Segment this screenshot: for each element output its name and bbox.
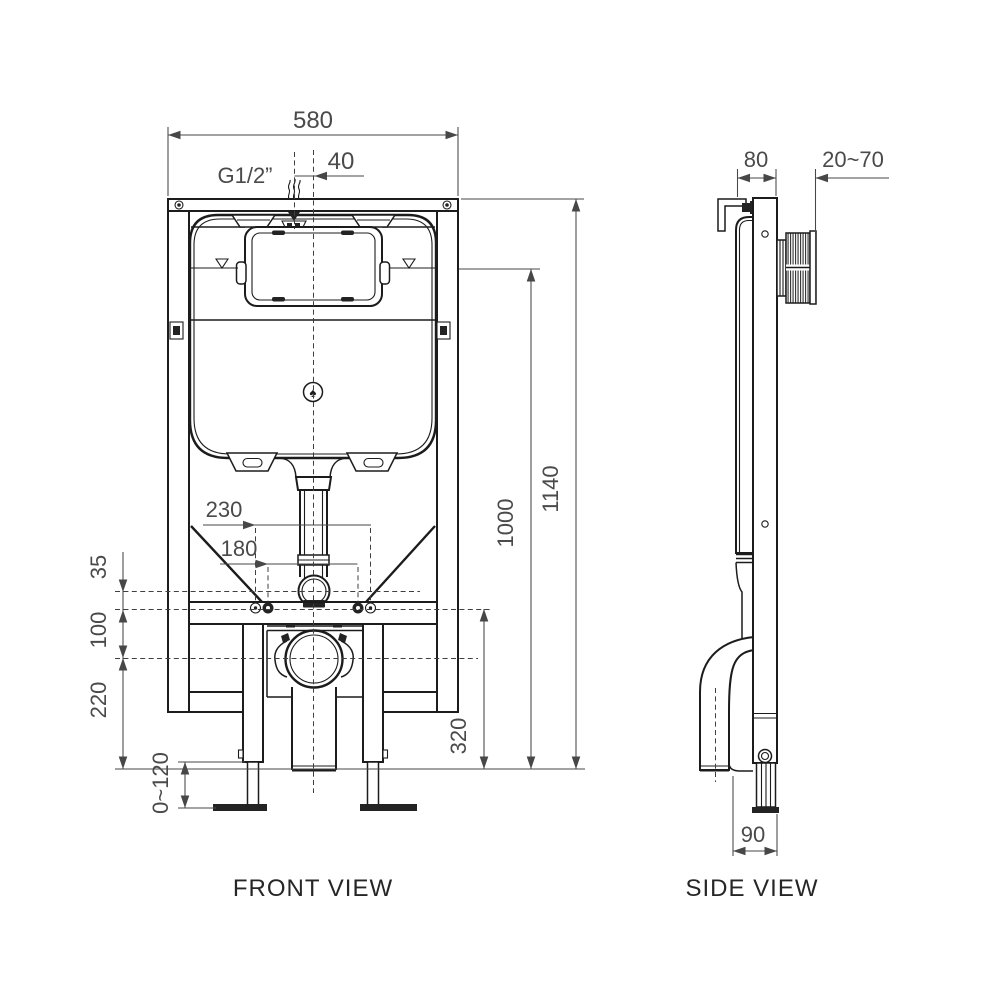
dim-fixing-height: 320 — [446, 609, 489, 769]
brand-logo-icon: ♠ — [302, 381, 324, 403]
leg-struts — [188, 691, 438, 713]
dim-label-40: 40 — [328, 148, 355, 175]
dim-frame-depth: 80 — [736, 147, 777, 197]
dim-label-580: 580 — [293, 107, 333, 134]
dim-label-1000: 1000 — [493, 499, 518, 548]
supply-thread-label: G1/2” — [217, 163, 272, 188]
dim-leg-adjust: 0~120 — [148, 752, 245, 814]
dim-label-20-70: 20~70 — [822, 147, 884, 172]
wall-anchor-clips — [169, 321, 451, 340]
cistern-profile — [735, 216, 754, 640]
dim-bolt-spacing-inner: 180 — [220, 536, 358, 569]
brand-logo-glyph: ♠ — [310, 385, 317, 400]
dim-frame-height: 1140 — [461, 198, 584, 769]
water-level-marks — [191, 258, 435, 269]
dim-bolt-spacing-outer: 230 — [203, 497, 371, 530]
drain-pipe — [291, 687, 337, 772]
frame-profile — [752, 197, 783, 764]
fixing-bolts — [249, 602, 377, 614]
side-view: 80 20~70 90 SIDE VIEW — [685, 147, 889, 902]
dim-label-80: 80 — [744, 147, 768, 172]
dim-outlet-standout: 90 — [732, 776, 778, 856]
dim-flush-bend-range: 20~70 — [814, 147, 889, 302]
dim-tank-height: 1000 — [459, 268, 540, 769]
flush-bellows — [776, 230, 817, 305]
dim-left-chain: 35 100 220 — [86, 552, 128, 769]
frame-right-rail — [436, 198, 459, 713]
dim-label-100: 100 — [86, 612, 111, 649]
dim-label-180: 180 — [221, 536, 258, 561]
front-view-title: FRONT VIEW — [233, 875, 393, 902]
left-leg — [213, 623, 267, 811]
frame-left-rail — [167, 198, 190, 713]
side-view-title: SIDE VIEW — [685, 875, 818, 902]
dim-label-320: 320 — [446, 718, 471, 755]
dim-label-0-120: 0~120 — [148, 752, 173, 814]
flush-pipe — [279, 457, 347, 579]
dim-supply-offset: 40 — [294, 148, 364, 181]
right-leg — [360, 623, 417, 811]
dim-label-220: 220 — [86, 682, 111, 719]
dim-overall-width: 580 — [167, 107, 459, 196]
outlet-bend — [699, 635, 755, 782]
access-panel — [235, 226, 391, 307]
dim-label-1140: 1140 — [538, 465, 563, 512]
dim-label-35: 35 — [86, 555, 111, 579]
dim-label-230: 230 — [206, 497, 243, 522]
side-foot — [752, 807, 779, 813]
dim-label-90: 90 — [741, 822, 765, 847]
right-foot — [360, 804, 417, 811]
front-view: ♠ — [86, 107, 585, 902]
pan-fixing-pockets — [225, 452, 399, 472]
panel-side-tab-right — [379, 261, 391, 285]
left-foot — [213, 804, 267, 811]
side-leg — [752, 748, 779, 813]
panel-side-tab-left — [235, 261, 247, 285]
